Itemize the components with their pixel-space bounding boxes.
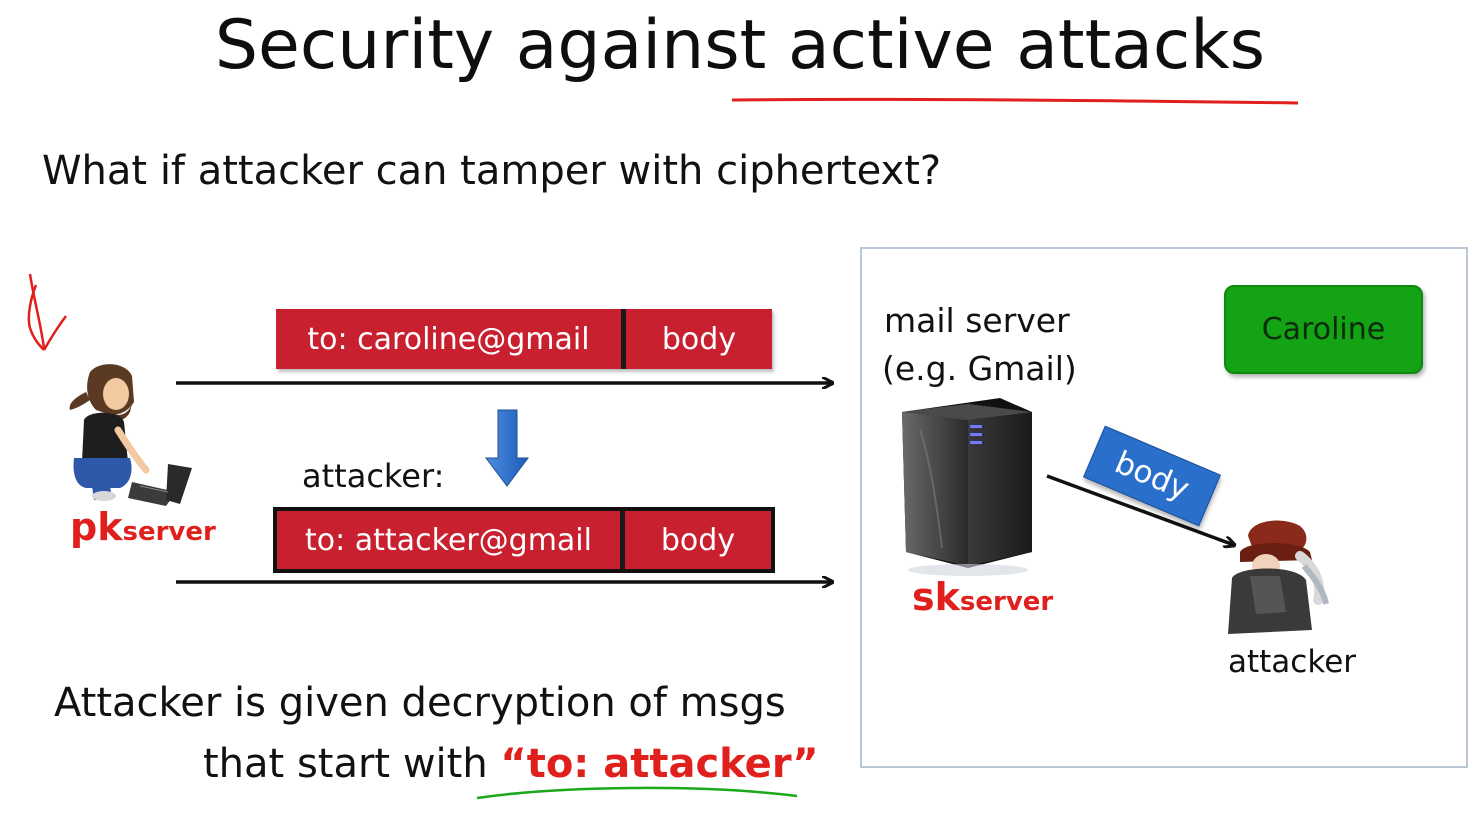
server-to-attacker-arrow bbox=[1046, 474, 1234, 545]
message-divider bbox=[621, 309, 626, 369]
mail-server-label: mail server (e.g. Gmail) bbox=[882, 297, 1077, 393]
mail-server-line2: (e.g. Gmail) bbox=[882, 349, 1077, 388]
attacker-modification-label: attacker: bbox=[302, 457, 445, 495]
red-pointer-annotation bbox=[27, 273, 68, 351]
attacker-name-label: attacker bbox=[1228, 644, 1357, 680]
tampered-message-block: to: attacker@gmail body bbox=[273, 507, 775, 573]
mail-server-icon bbox=[902, 398, 1032, 576]
message-divider bbox=[620, 511, 625, 569]
slide-title: Security against active attacks bbox=[214, 6, 1266, 85]
sk-main: sk bbox=[912, 575, 960, 619]
question-text: What if attacker can tamper with ciphert… bbox=[42, 148, 942, 194]
attacker-person-icon bbox=[1228, 520, 1329, 634]
conclusion-quote: “to: attacker” bbox=[500, 741, 819, 787]
conclusion-line-2: that start with “to: attacker” bbox=[203, 741, 819, 787]
mail-server-line1: mail server bbox=[884, 301, 1070, 340]
original-message-block: to: caroline@gmail body bbox=[276, 309, 772, 369]
caroline-recipient-box: Caroline bbox=[1224, 285, 1423, 374]
conclusion-line-1: Attacker is given decryption of msgs bbox=[54, 680, 786, 726]
title-underline-annotation bbox=[731, 97, 1299, 105]
conclusion-prefix: that start with bbox=[203, 741, 501, 787]
tampered-body-field: body bbox=[660, 522, 736, 558]
pk-subscript: server bbox=[122, 517, 216, 547]
tampered-to-field: to: attacker@gmail bbox=[305, 522, 592, 558]
green-underline-annotation bbox=[476, 786, 798, 800]
sender-person-icon bbox=[69, 364, 192, 506]
message-to-field: to: caroline@gmail bbox=[307, 321, 590, 357]
secret-key-label: skserver bbox=[912, 575, 1053, 619]
sk-subscript: server bbox=[959, 587, 1054, 617]
tamper-down-arrow-icon bbox=[485, 409, 529, 487]
pk-main: pk bbox=[70, 505, 123, 549]
public-key-label: pkserver bbox=[70, 505, 216, 549]
message-body-field: body bbox=[661, 321, 737, 357]
